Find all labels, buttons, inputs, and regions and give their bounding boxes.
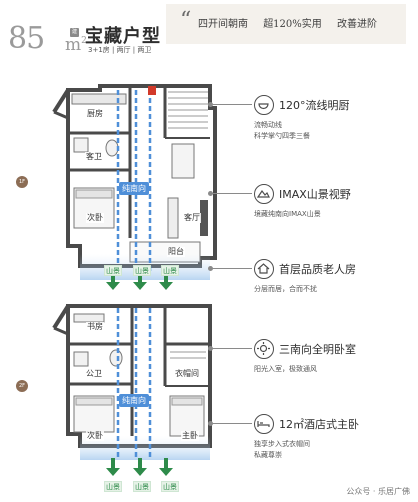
floor-tag-2f: 2F: [16, 380, 28, 392]
south-facing-label: 纯南向: [119, 394, 149, 407]
floor-plan-1f-drawing: [52, 84, 217, 290]
area-number: 85: [8, 21, 45, 56]
room-label-study: 书房: [86, 322, 104, 332]
connector-dot: [208, 191, 213, 196]
room-label-public-bath: 公卫: [85, 369, 103, 379]
room-label-master-bedroom: 主卧: [181, 431, 199, 441]
slogan-list: 四开间朝南 超120%实用 改善进阶: [198, 15, 389, 30]
feature-connector: [212, 268, 252, 269]
room-label-living-room: 客厅: [183, 213, 201, 223]
mountain-view-label: 山景: [133, 265, 151, 276]
mountain-icon: [254, 184, 274, 204]
feature-desc: 阳光入室，极致通风: [254, 365, 317, 373]
slogan-banner: [166, 4, 406, 44]
mountain-view-label: 山景: [161, 265, 179, 276]
slogan-item: 改善进阶: [336, 19, 377, 30]
feature-title: 120°流线明厨: [279, 99, 350, 112]
room-label-second-bedroom: 次卧: [86, 213, 104, 223]
house-icon: [254, 259, 274, 279]
area-unit: m2: [65, 35, 87, 55]
room-label-kitchen: 厨房: [86, 109, 104, 119]
connector-dot: [208, 102, 213, 107]
connector-dot: [208, 421, 213, 426]
sun-icon: [254, 339, 274, 359]
mountain-view-label: 山景: [104, 481, 122, 492]
bed-icon: [254, 414, 274, 434]
floor-tag-1f: 1F: [16, 176, 28, 188]
layout-subtitle: 3+1房 | 两厅 | 两卫: [88, 46, 152, 54]
feature-connector: [212, 193, 252, 194]
feature-connector: [212, 423, 252, 424]
bowl-icon: [254, 95, 274, 115]
feature-title: IMAX山景视野: [279, 188, 351, 201]
connector-dot: [208, 346, 213, 351]
feature-desc: 独享步入式衣帽间 私藏尊崇: [254, 440, 310, 459]
mountain-view-label: 山景: [104, 265, 122, 276]
connector-dot: [208, 266, 213, 271]
slogan-item: 四开间朝南: [198, 19, 248, 30]
quote-mark-icon: “: [180, 8, 192, 33]
feature-desc: 流畅动线 科学掌勺四季三餐: [254, 121, 310, 140]
room-label-balcony: 阳台: [167, 247, 185, 257]
feature-desc: 境藏纯南向IMAX山景: [254, 210, 321, 218]
room-label-guest-bath: 客卫: [85, 152, 103, 162]
room-label-walk-in-closet: 衣帽间: [174, 369, 200, 379]
slogan-item: 超120%实用: [263, 19, 322, 30]
area-badge: 建面: [70, 28, 79, 44]
mountain-view-label: 山景: [161, 481, 179, 492]
feature-title: 三南向全明卧室: [279, 343, 356, 356]
mountain-view-label: 山景: [133, 481, 151, 492]
page-title: 宝藏户型: [85, 26, 161, 47]
feature-connector: [212, 104, 252, 105]
feature-title: 首层品质老人房: [279, 263, 356, 276]
floor-plan-2f-drawing: [52, 304, 212, 476]
feature-title: 12㎡酒店式主卧: [279, 418, 359, 431]
feature-desc: 分层而居，合而不扰: [254, 285, 317, 293]
feature-connector: [212, 348, 252, 349]
footer-watermark: 公众号 · 乐居广佛: [346, 487, 410, 496]
room-label-second-bedroom: 次卧: [86, 431, 104, 441]
south-facing-label: 纯南向: [119, 182, 149, 195]
